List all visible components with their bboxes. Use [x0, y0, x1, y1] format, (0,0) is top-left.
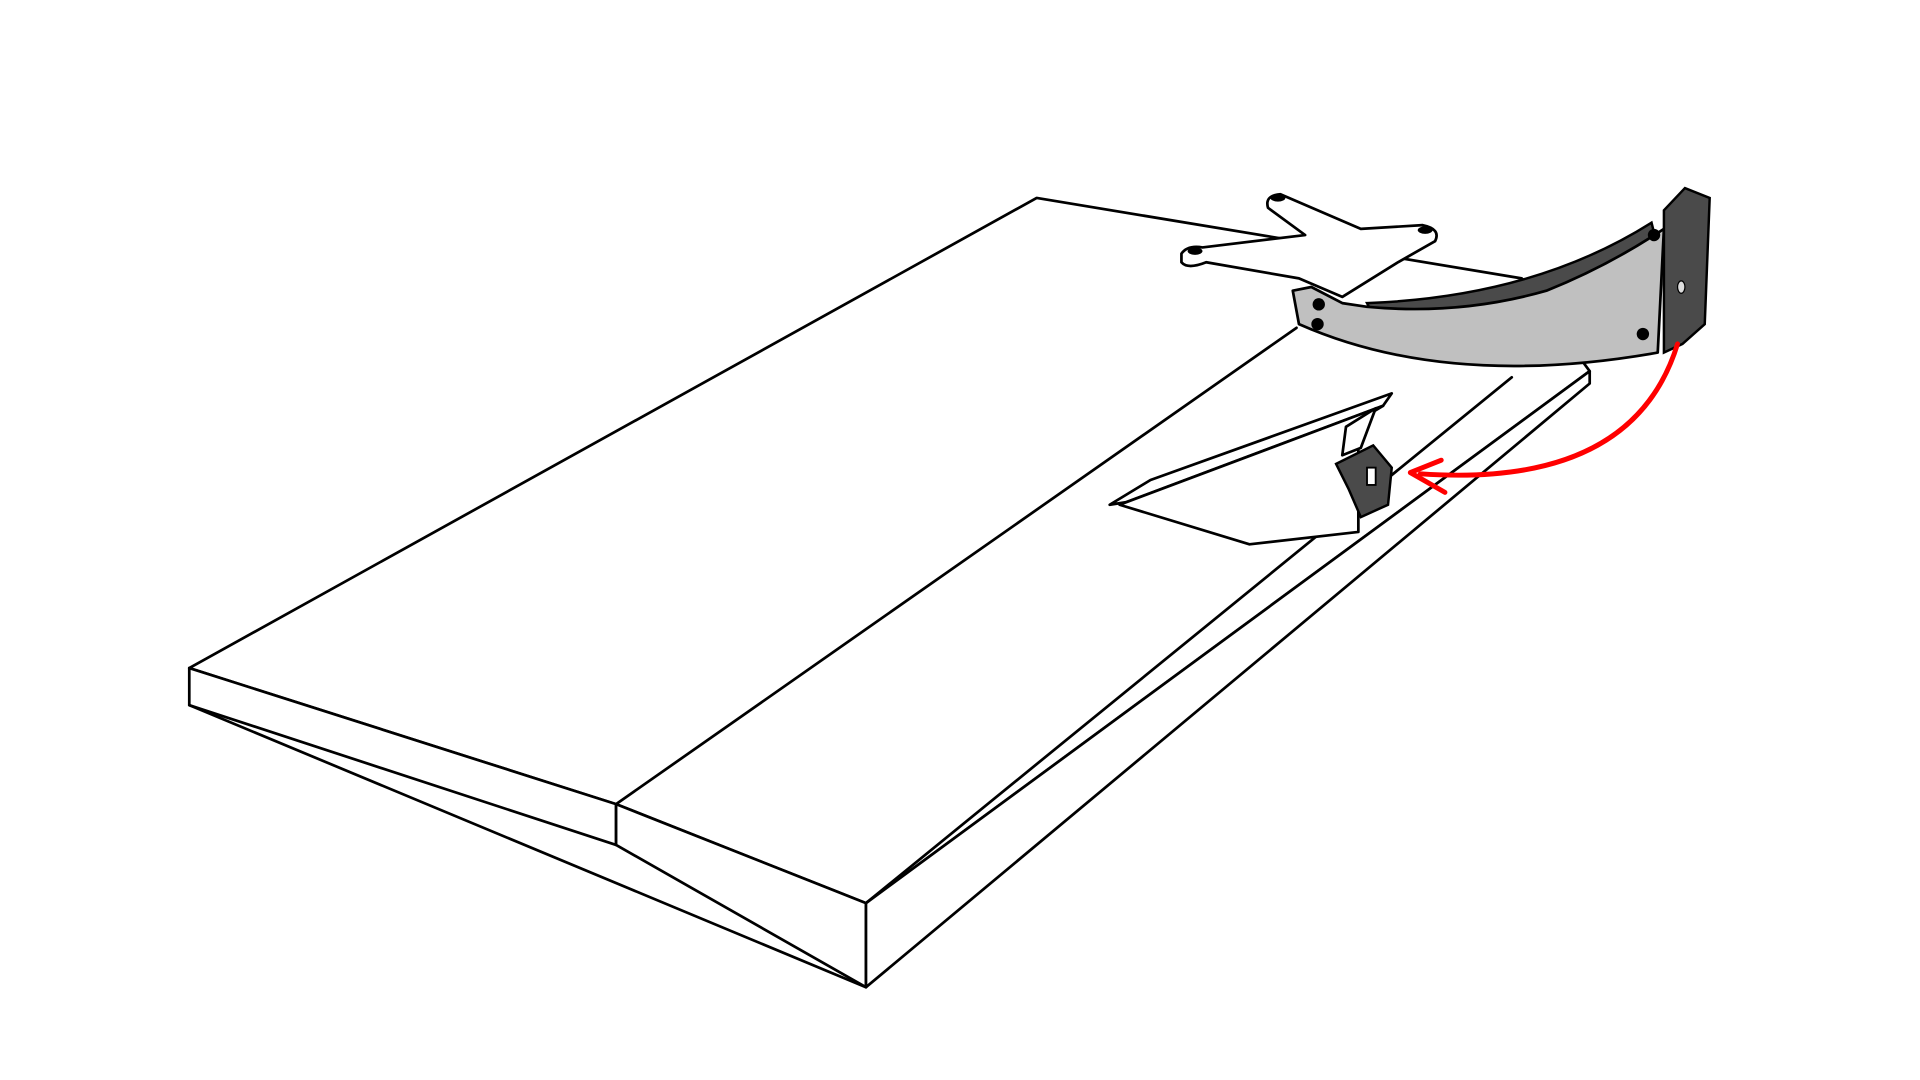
board-step-edge	[614, 326, 1298, 806]
bracket-clip-slot	[1366, 466, 1377, 486]
curved-arm	[1291, 227, 1666, 368]
block-hole-icon	[1676, 280, 1686, 294]
bracket-upright	[1340, 406, 1378, 457]
arm-screw-icon	[1647, 228, 1661, 242]
arm-end-block	[1662, 186, 1711, 355]
vesa-star-plate	[1180, 192, 1438, 299]
clamp-bracket	[1108, 392, 1394, 546]
monitor-arm-mount	[1180, 186, 1711, 368]
direction-arrow	[1407, 341, 1680, 495]
vesa-hole-icon	[1187, 247, 1203, 255]
desk-board	[187, 196, 1592, 989]
board-right-side-face	[864, 369, 1592, 989]
board-bottom-edge	[187, 703, 868, 989]
arrow-head-icon	[1407, 457, 1448, 495]
arm-screw-icon	[1636, 327, 1650, 341]
board-groove-edge	[864, 375, 1514, 905]
vesa-hole-icon	[1270, 194, 1286, 202]
arm-screw-icon	[1312, 298, 1325, 311]
arm-screw-icon	[1311, 317, 1324, 331]
vesa-hole-icon	[1417, 226, 1433, 234]
bracket-clip	[1334, 443, 1394, 519]
red-curved-arrow	[1417, 341, 1680, 478]
